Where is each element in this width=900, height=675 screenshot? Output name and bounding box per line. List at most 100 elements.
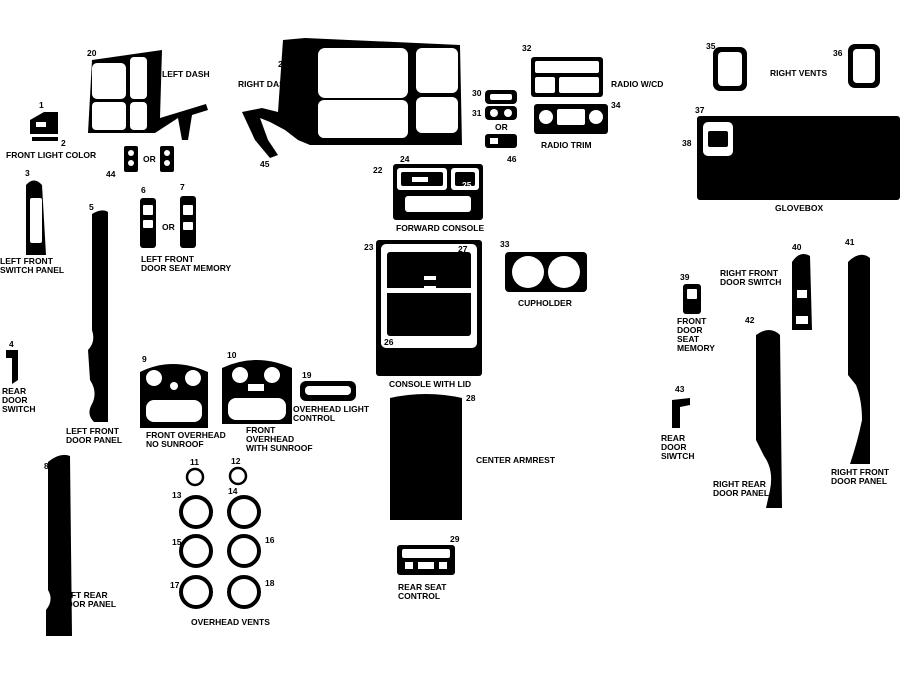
part-console-with-lid[interactable] [376, 240, 482, 376]
label-left-front-switch-panel-1: LEFT FRONT [0, 256, 54, 266]
label-front-door-seat-memory-2: DOOR [677, 325, 703, 335]
part-forward-console[interactable] [393, 164, 483, 220]
part-right-rear-door-panel[interactable] [756, 330, 782, 508]
part-number-38: 38 [682, 138, 692, 148]
part-number-34: 34 [611, 100, 621, 110]
part-number-32: 32 [522, 43, 532, 53]
label-front-door-seat-memory-1: FRONT [677, 316, 707, 326]
label-center-armrest: CENTER ARMREST [476, 455, 556, 465]
part-front-overhead-no-sunroof[interactable] [140, 364, 208, 428]
label-glovebox: GLOVEBOX [775, 203, 824, 213]
part-number-29: 29 [450, 534, 460, 544]
part-number-19: 19 [302, 370, 312, 380]
label-overhead-vents: OVERHEAD VENTS [191, 617, 270, 627]
part-left-front-door-panel[interactable] [88, 210, 108, 422]
part-number-17: 17 [170, 580, 180, 590]
label-front-door-seat-memory-4: MEMORY [677, 343, 715, 353]
part-number-46: 46 [507, 154, 517, 164]
label-right-front-door-switch-1: RIGHT FRONT [720, 268, 779, 278]
part-number-8: 8 [44, 461, 49, 471]
vent-ring-17 [179, 575, 213, 609]
part-number-16: 16 [265, 535, 275, 545]
label-front-overhead-no-sunroof-1: FRONT OVERHEAD [146, 430, 226, 440]
label-left-front-switch-panel-2: SWITCH PANEL [0, 265, 64, 275]
part-glovebox[interactable] [697, 116, 900, 200]
part-number-11: 11 [190, 457, 199, 467]
part-rear-door-switch-left[interactable] [6, 350, 18, 384]
part-number-18: 18 [265, 578, 275, 588]
part-front-light-color[interactable] [30, 112, 58, 141]
label-rear-door-switch-left-3: SWITCH [2, 404, 36, 414]
part-radio-trim[interactable] [534, 104, 608, 134]
part-number-15: 15 [172, 537, 182, 547]
part-center-armrest[interactable] [390, 394, 462, 520]
part-number-39: 39 [680, 272, 690, 282]
vent-ring-13 [179, 495, 213, 529]
label-front-light-color: FRONT LIGHT COLOR [6, 150, 96, 160]
label-rear-seat-control-2: CONTROL [398, 591, 440, 601]
label-overhead-light-control-1: OVERHEAD LIGHT [293, 404, 370, 414]
part-left-dash[interactable] [88, 50, 208, 140]
part-radio-wcd[interactable] [531, 57, 603, 97]
part-number-3: 3 [25, 168, 30, 178]
part-right-front-door-switch[interactable] [792, 254, 812, 330]
part-left-front-door-seat-memory[interactable] [140, 196, 196, 248]
vent-ring-14 [227, 495, 261, 529]
part-number-41: 41 [845, 237, 855, 247]
vent-ring-12 [228, 466, 248, 486]
part-number-25: 25 [462, 180, 472, 190]
part-cupholder[interactable] [505, 252, 587, 292]
part-right-dash[interactable] [242, 38, 462, 158]
label-radio-trim: RADIO TRIM [541, 140, 592, 150]
label-rear-door-switch-right-1: REAR [661, 433, 685, 443]
label-right-front-door-panel-2: DOOR PANEL [831, 476, 887, 486]
part-overhead-light-control[interactable] [300, 381, 356, 401]
part-number-28: 28 [466, 393, 476, 403]
label-rear-door-switch-right-2: DOOR [661, 442, 687, 452]
label-right-rear-door-panel-1: RIGHT REAR [713, 479, 766, 489]
part-rear-seat-control[interactable] [397, 545, 455, 575]
label-right-front-door-panel-1: RIGHT FRONT [831, 467, 890, 477]
part-right-vents[interactable] [713, 44, 880, 91]
part-number-26: 26 [384, 337, 394, 347]
part-number-6: 6 [141, 185, 146, 195]
label-rear-door-switch-right-3: SIWTCH [661, 451, 695, 461]
part-right-front-door-panel[interactable] [848, 254, 870, 464]
label-front-door-seat-memory-3: SEAT [677, 334, 700, 344]
part-number-44: 44 [106, 169, 116, 179]
label-or-44: OR [143, 154, 156, 164]
part-rear-door-switch-right[interactable] [672, 398, 690, 428]
part-front-door-seat-memory[interactable] [683, 284, 701, 314]
part-number-14: 14 [228, 486, 238, 496]
part-30-31-46[interactable] [485, 90, 517, 148]
vent-ring-16 [227, 534, 261, 568]
part-number-40: 40 [792, 242, 802, 252]
part-number-5: 5 [89, 202, 94, 212]
label-or-31-46: OR [495, 122, 508, 132]
part-number-21: 21 [278, 59, 288, 69]
part-overhead-vents[interactable] [179, 466, 261, 609]
part-number-9: 9 [142, 354, 147, 364]
label-left-dash: LEFT DASH [162, 69, 210, 79]
label-radio-wcd: RADIO W/CD [611, 79, 663, 89]
part-number-30: 30 [472, 88, 482, 98]
part-number-1: 1 [39, 100, 44, 110]
label-left-front-door-seat-memory-1: LEFT FRONT [141, 254, 195, 264]
label-front-overhead-with-sunroof-3: WITH SUNROOF [246, 443, 313, 453]
label-forward-console: FORWARD CONSOLE [396, 223, 484, 233]
label-console-with-lid: CONSOLE WITH LID [389, 379, 471, 389]
part-front-overhead-with-sunroof[interactable] [222, 360, 292, 424]
part-number-22: 22 [373, 165, 383, 175]
part-number-37: 37 [695, 105, 705, 115]
label-rear-door-switch-left-2: DOOR [2, 395, 28, 405]
part-number-7: 7 [180, 182, 185, 192]
vent-ring-11 [185, 467, 205, 487]
part-left-rear-door-panel[interactable] [46, 454, 72, 636]
part-44-switch[interactable] [124, 146, 174, 172]
part-left-front-switch-panel[interactable] [26, 180, 46, 256]
label-right-front-door-switch-2: DOOR SWITCH [720, 277, 781, 287]
label-front-overhead-with-sunroof-2: OVERHEAD [246, 434, 294, 444]
label-front-overhead-no-sunroof-2: NO SUNROOF [146, 439, 204, 449]
vent-ring-18 [227, 575, 261, 609]
